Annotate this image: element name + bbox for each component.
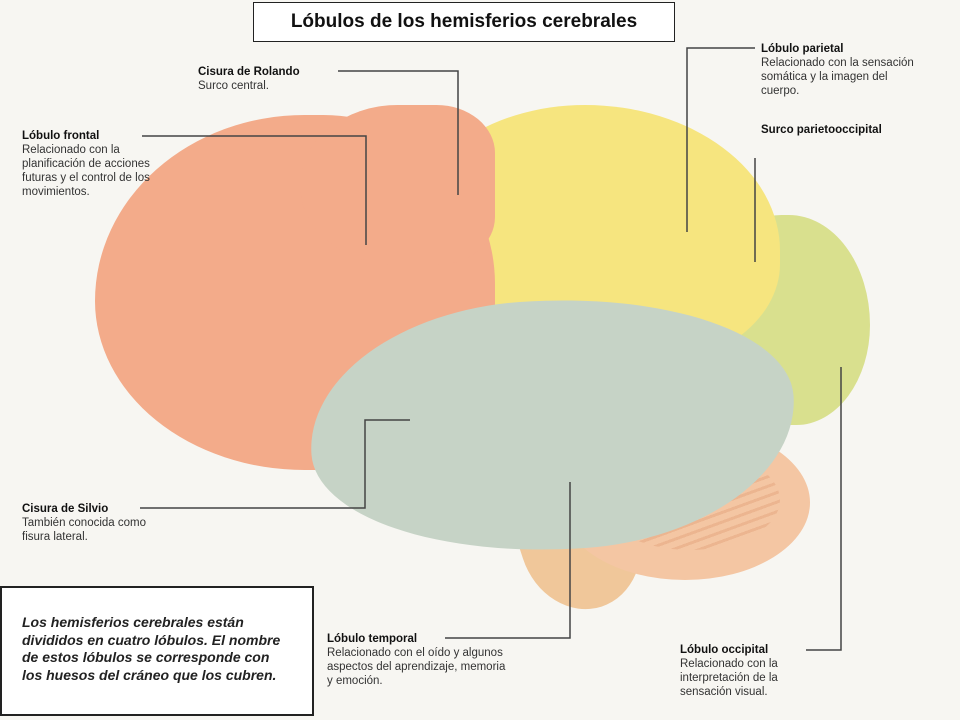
label-rolando: Cisura de Rolando Surco central. [198,65,348,93]
label-temporal-desc: Relacionado con el oído y algunos aspect… [327,647,506,687]
label-rolando-desc: Surco central. [198,80,269,92]
label-occipital-heading: Lóbulo occipital [680,644,769,656]
leader-rolando [338,70,459,195]
label-parietooccipital-heading: Surco parietooccipital [761,124,882,136]
leader-temporal [445,482,571,639]
leader-frontal [142,135,367,245]
note-text: Los hemisferios cerebrales están dividid… [22,614,281,683]
label-silvio-heading: Cisura de Silvio [22,503,109,515]
page-title: Lóbulos de los hemisferios cerebrales [253,2,675,42]
label-occipital: Lóbulo occipital Relacionado con la inte… [680,643,815,699]
leader-parietal [686,47,755,232]
leader-silvio [140,419,410,509]
label-rolando-heading: Cisura de Rolando [198,66,300,78]
leader-occipital [806,367,842,651]
frontal-lobe-top [300,105,495,265]
label-frontal-desc: Relacionado con la planificación de acci… [22,144,150,198]
label-frontal-heading: Lóbulo frontal [22,130,100,142]
note-box: Los hemisferios cerebrales están dividid… [0,586,314,716]
label-parietal-heading: Lóbulo parietal [761,43,844,55]
label-parietooccipital: Surco parietooccipital [761,123,901,137]
label-temporal: Lóbulo temporal Relacionado con el oído … [327,632,507,688]
label-temporal-heading: Lóbulo temporal [327,633,418,645]
label-parietal-desc: Relacionado con la sensación somática y … [761,57,914,97]
label-silvio: Cisura de Silvio También conocida como f… [22,502,162,544]
label-parietal: Lóbulo parietal Relacionado con la sensa… [761,42,921,98]
label-occipital-desc: Relacionado con la interpretación de la … [680,658,778,698]
label-silvio-desc: También conocida como fisura lateral. [22,517,147,543]
label-frontal: Lóbulo frontal Relacionado con la planif… [22,129,167,199]
